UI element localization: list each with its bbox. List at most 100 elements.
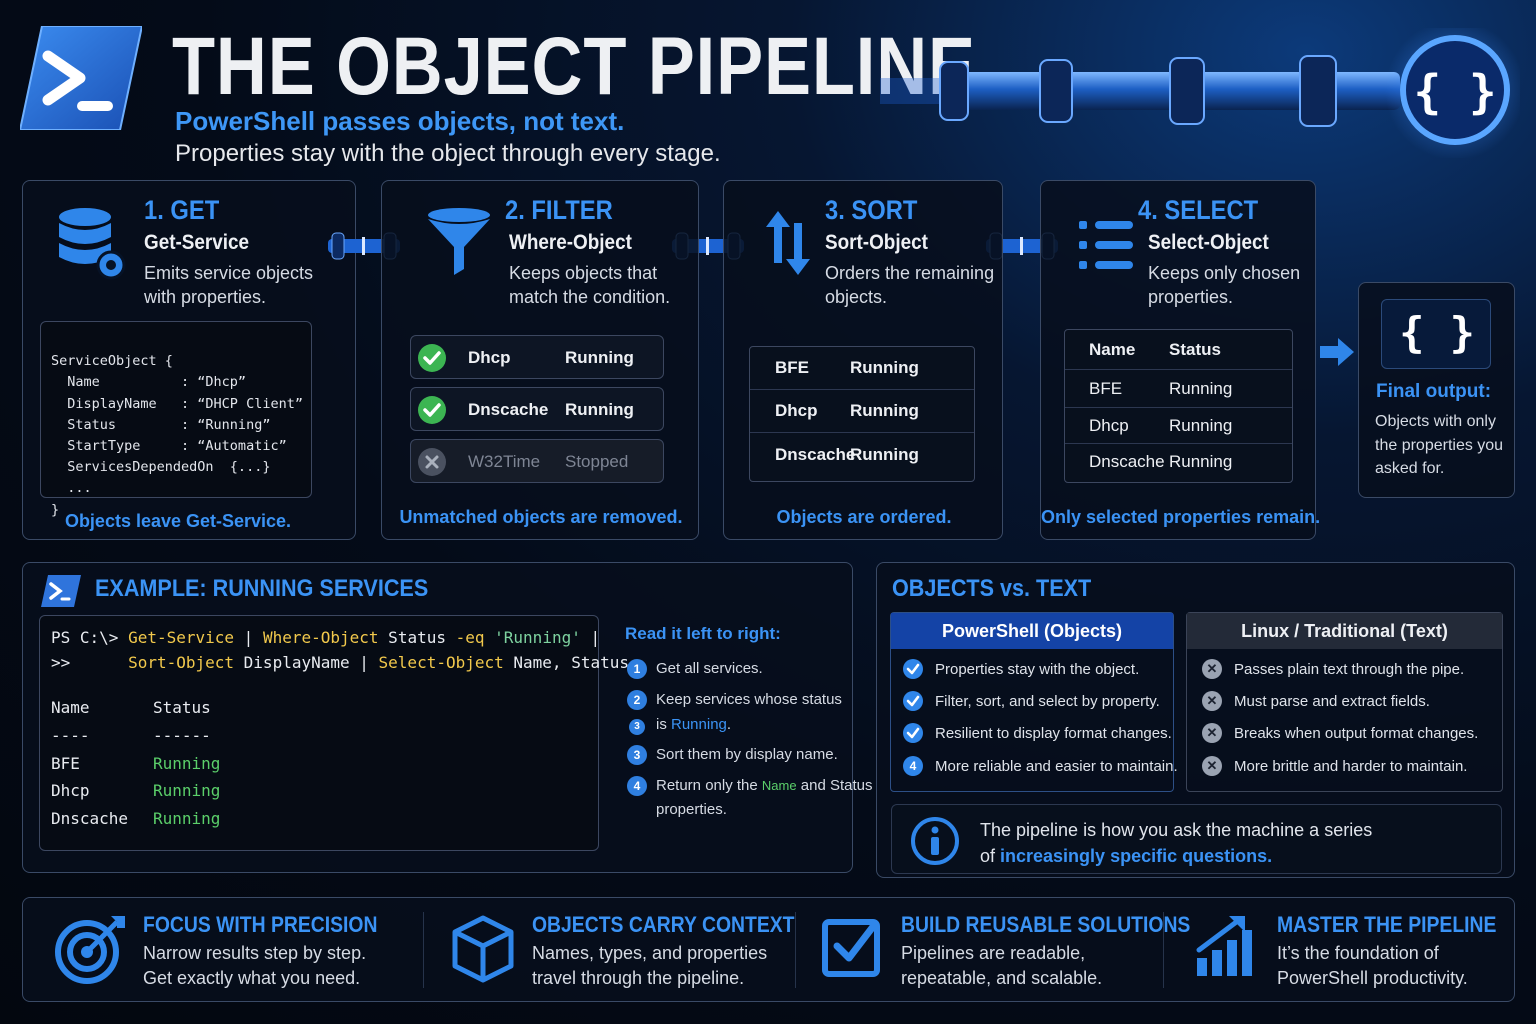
- filter-row-kept: Dhcp Running: [410, 335, 664, 379]
- benefit-line: Get exactly what you need.: [143, 968, 361, 988]
- code-lines: ServiceObject { Name : “Dhcp” DisplayNam…: [51, 353, 303, 518]
- step-number: 1: [627, 659, 647, 679]
- text-column: Linux / Traditional (Text) ✕Passes plain…: [1186, 612, 1503, 792]
- stage-footer: Objects are ordered.: [776, 507, 952, 527]
- objects-column: PowerShell (Objects) Properties stay wit…: [890, 612, 1178, 792]
- text-item: ✕More brittle and harder to maintain.: [1202, 756, 1467, 776]
- check-icon: [418, 396, 446, 424]
- step-text-cont: properties.: [656, 801, 727, 818]
- stage-description: Emits service objects with properties.: [144, 263, 314, 307]
- stage-card-get: 1. GET Get-Service Emits service objects…: [22, 180, 356, 540]
- divider: [1163, 912, 1164, 988]
- stage-command: Get-Service: [144, 231, 250, 254]
- text-item: ✕Must parse and extract fields.: [1202, 691, 1430, 711]
- command-line-2: >> Sort-Object DisplayName | Select-Obje…: [51, 653, 629, 672]
- service-status: Running: [565, 400, 634, 419]
- output-header-status: Status: [153, 698, 211, 717]
- stage-number: 1. GET: [144, 195, 220, 225]
- curly-braces-icon: { }: [1399, 308, 1475, 357]
- service-object-code: ServiceObject { Name : “Dhcp” DisplayNam…: [40, 321, 312, 518]
- step-text: Get all services.: [656, 660, 763, 677]
- check-icon: [418, 344, 446, 372]
- final-output-card: { } Final output: Objects with only the …: [1358, 282, 1515, 498]
- output-name: Dnscache: [51, 809, 129, 828]
- check-icon: [903, 723, 923, 743]
- benefit-line: travel through the pipeline.: [532, 968, 745, 988]
- powershell-logo-icon: [20, 26, 142, 130]
- service-name: W32Time: [468, 452, 541, 471]
- benefit-title: BUILD REUSABLE SOLUTIONS: [901, 912, 1191, 937]
- objects-item: Resilient to display format changes.: [903, 723, 1172, 743]
- stage-footer: Only selected properties remain.: [1041, 507, 1321, 527]
- output-name: BFE: [51, 754, 80, 773]
- cube-icon: [452, 915, 514, 983]
- output-status: Running: [153, 809, 221, 828]
- output-rule: ------: [153, 726, 211, 745]
- service-status: Running: [565, 348, 634, 367]
- stage-description: Keeps objects that match the condition.: [509, 263, 671, 307]
- stage-number: 2. FILTER: [505, 195, 613, 225]
- text-item: ✕Passes plain text through the pipe.: [1202, 659, 1464, 679]
- final-output-icon-box: { }: [1381, 299, 1491, 369]
- growth-chart-icon: [1196, 916, 1252, 976]
- output-status: Running: [153, 781, 221, 800]
- curly-braces-icon: { }: [1413, 65, 1496, 119]
- stage-number: 4. SELECT: [1138, 195, 1259, 225]
- step-text: Return only the Name and Status: [656, 777, 873, 794]
- stage-card-select: 4. SELECT Select-Object Keeps only chose…: [1040, 180, 1321, 540]
- stage-footer: Unmatched objects are removed.: [399, 507, 683, 527]
- stage-description: Orders the remaining objects.: [825, 263, 995, 307]
- benefit-title: MASTER THE PIPELINE: [1277, 912, 1497, 937]
- service-status: Stopped: [565, 452, 629, 471]
- stage-command: Sort-Object: [825, 231, 928, 254]
- step-text: Keep services whose status: [656, 691, 842, 708]
- objects-item: Filter, sort, and select by property.: [903, 691, 1160, 711]
- stage-command: Select-Object: [1148, 231, 1269, 254]
- stage-command: Where-Object: [509, 231, 632, 254]
- benefit-line: Names, types, and properties: [532, 943, 768, 963]
- list-icon: [1079, 221, 1133, 269]
- read-title: Read it left to right:: [625, 624, 781, 643]
- database-gear-icon: [59, 208, 126, 280]
- comparison-title: OBJECTS vs. TEXT: [892, 575, 1092, 602]
- output-header-name: Name: [51, 698, 90, 717]
- text-column-header: Linux / Traditional (Text): [1187, 613, 1502, 649]
- pipeline-graphic: { }: [880, 28, 1520, 158]
- step-number: 2: [627, 690, 647, 710]
- stage-description: Keeps only chosen properties.: [1148, 263, 1301, 307]
- page-title: THE OBJECT PIPELINE: [172, 21, 976, 112]
- final-output-text: Objects with only the properties you ask…: [1375, 413, 1504, 477]
- example-panel: EXAMPLE: RUNNING SERVICES PS C:\> Get-Se…: [22, 562, 872, 873]
- x-icon: ✕: [1202, 691, 1222, 711]
- benefit-line: PowerShell productivity.: [1277, 968, 1468, 988]
- number-badge: 4: [903, 756, 923, 776]
- stage-footer: Objects leave Get-Service.: [64, 511, 292, 531]
- command-line-1: PS C:\> Get-Service | Where-Object Statu…: [51, 628, 601, 647]
- divider: [423, 912, 424, 988]
- benefit-line: It’s the foundation of: [1277, 943, 1439, 963]
- powershell-prompt-icon: [41, 575, 81, 607]
- page-tagline: Properties stay with the object through …: [175, 140, 721, 167]
- benefit-title: OBJECTS CARRY CONTEXT: [532, 912, 795, 937]
- divider: [795, 912, 796, 988]
- x-circle-icon: [418, 448, 446, 476]
- step-text: Sort them by display name.: [656, 746, 838, 763]
- check-icon: [903, 691, 923, 711]
- step-number: 3: [627, 745, 647, 765]
- step-text-cont: is Running.: [656, 716, 732, 733]
- benefits-bar: FOCUS WITH PRECISION Narrow results step…: [22, 897, 1515, 1002]
- benefit-line: repeatable, and scalable.: [901, 968, 1103, 988]
- output-status: Running: [153, 754, 221, 773]
- service-name: Dhcp: [468, 348, 511, 367]
- x-icon: ✕: [1202, 659, 1222, 679]
- x-icon: ✕: [1202, 723, 1222, 743]
